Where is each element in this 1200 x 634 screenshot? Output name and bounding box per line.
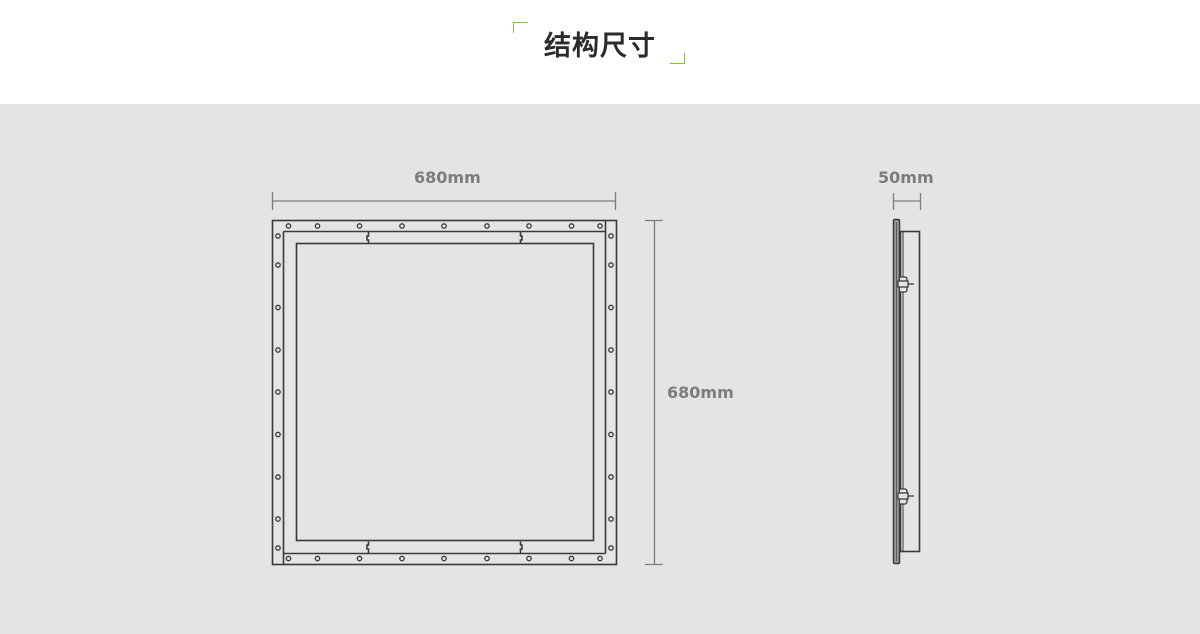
side-view-profile <box>892 218 921 565</box>
header: 结构尺寸 <box>0 0 1200 104</box>
corner-bracket-top-left <box>513 22 528 33</box>
depth-dimension-line <box>892 193 922 210</box>
diagram-area <box>0 104 1200 634</box>
width-dimension-label: 680mm <box>414 168 481 187</box>
width-dimension-line <box>271 192 617 210</box>
front-view-frame <box>271 219 618 566</box>
page-title: 结构尺寸 <box>544 31 656 62</box>
clip-bracket-bottom <box>897 488 914 505</box>
corner-bracket-bottom-right <box>670 53 685 64</box>
height-dimension-label: 680mm <box>667 383 734 402</box>
depth-dimension-label: 50mm <box>878 168 934 187</box>
clip-bracket-top <box>897 276 914 293</box>
mounting-holes <box>275 223 614 562</box>
height-dimension-line <box>645 219 663 566</box>
